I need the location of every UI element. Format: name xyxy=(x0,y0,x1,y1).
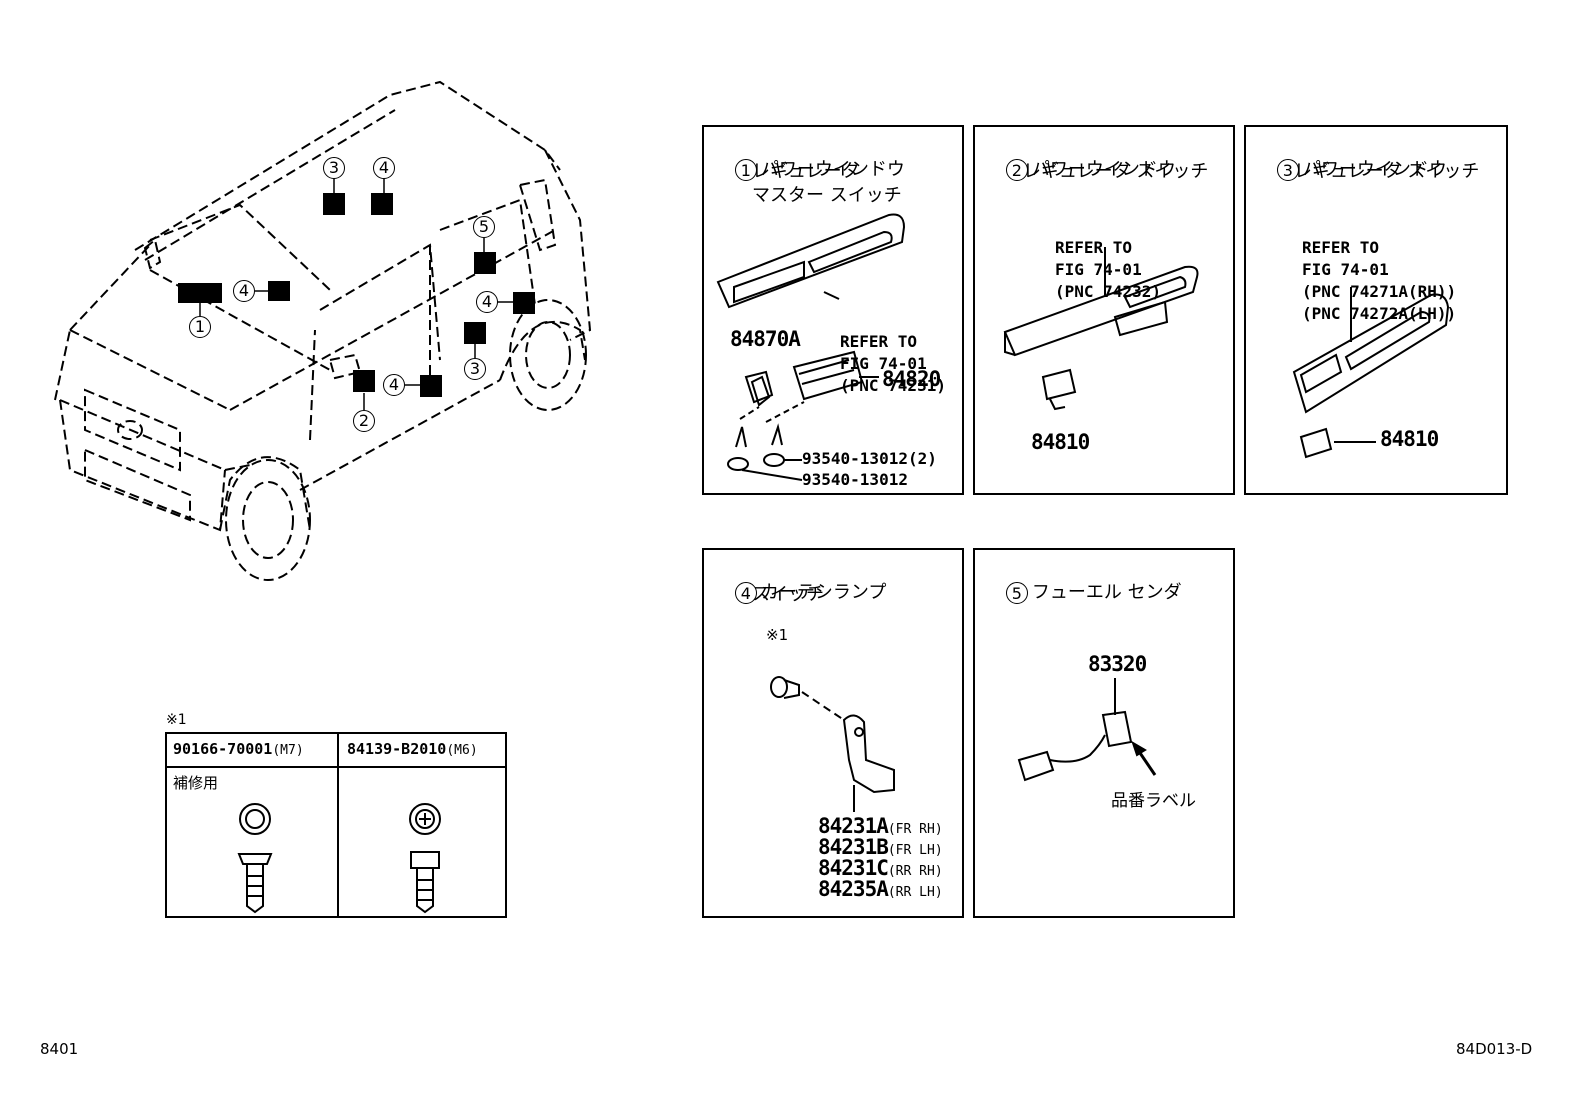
location-marker xyxy=(513,292,535,314)
part-number: 84231B(FR LH) xyxy=(818,835,943,859)
note-mark: ※1 xyxy=(766,626,789,644)
part-label-text: 品番ラベル xyxy=(1111,791,1196,811)
car-callout: 5 xyxy=(473,216,495,238)
part-number: 84870A xyxy=(730,327,801,351)
title-line: レギュレータ スイッチ xyxy=(1294,161,1480,182)
footer-right-code: 84D013-D xyxy=(1456,1040,1533,1058)
car-callout: 4 xyxy=(233,280,255,302)
bolt-table-note: ※1 xyxy=(166,712,187,728)
part-number: 84810 xyxy=(1031,430,1090,454)
car-callout: 1 xyxy=(189,316,211,338)
part-number: 84231C(RR RH) xyxy=(818,856,943,880)
bolt-part-number: 84139-B2010(M6) xyxy=(347,740,478,758)
bolt-drawings xyxy=(237,803,441,914)
panel-number: 5 xyxy=(1005,582,1028,604)
location-marker xyxy=(464,322,486,344)
car-callout: 4 xyxy=(373,157,395,179)
location-marker xyxy=(353,370,375,392)
title-line: レギュレータ スイッチ xyxy=(1023,161,1209,182)
panel-number: 2 xyxy=(1005,159,1028,181)
title-line: パワーウインドウ xyxy=(1031,159,1176,180)
title-line: フューエル センダ xyxy=(1031,582,1182,603)
title-line: レギュレータ xyxy=(752,161,860,182)
part-number: 84235A(RR LH) xyxy=(818,877,943,901)
location-marker xyxy=(371,193,393,215)
title-line: パワーウインドウ xyxy=(760,159,905,180)
courtesy-switch-drawing xyxy=(770,676,895,812)
part-number: 93540-13012(2) xyxy=(802,449,937,468)
bolt-table: 90166-70001(M7) 84139-B2010(M6) 補修用 xyxy=(165,732,507,918)
fuel-sender-drawing xyxy=(1017,678,1157,782)
bolt-part-number: 90166-70001(M7) xyxy=(173,740,304,758)
car-callout: 3 xyxy=(323,157,345,179)
location-marker xyxy=(420,375,442,397)
master-switch-drawing xyxy=(716,213,906,481)
title-line: パワーウインドウ xyxy=(1302,159,1447,180)
regulator-switch-drawing xyxy=(1003,247,1199,411)
location-marker xyxy=(178,283,222,303)
footer-left-code: 8401 xyxy=(40,1040,79,1058)
part-number: 93540-13012 xyxy=(802,470,908,489)
panel-number: 1 xyxy=(734,159,757,181)
part-number: 84820 xyxy=(882,367,941,391)
location-marker xyxy=(323,193,345,215)
car-callout: 4 xyxy=(476,291,498,313)
bolt-sub-label: 補修用 xyxy=(173,774,219,792)
car-callout: 4 xyxy=(383,374,405,396)
title-line: スイッチ xyxy=(752,584,824,605)
title-line: カーテシランプ xyxy=(760,582,887,603)
location-marker xyxy=(268,281,290,301)
car-callout: 2 xyxy=(353,410,375,432)
location-marker xyxy=(474,252,496,274)
part-number: 83320 xyxy=(1088,652,1147,676)
car-callout: 3 xyxy=(464,358,486,380)
regulator-switch-drawing xyxy=(1292,287,1450,459)
title-line: マスター スイッチ xyxy=(752,185,902,206)
part-number: 84231A(FR RH) xyxy=(818,814,943,838)
part-number: 84810 xyxy=(1380,427,1439,451)
panel-number: 4 xyxy=(734,582,757,604)
panel-number: 3 xyxy=(1276,159,1299,181)
